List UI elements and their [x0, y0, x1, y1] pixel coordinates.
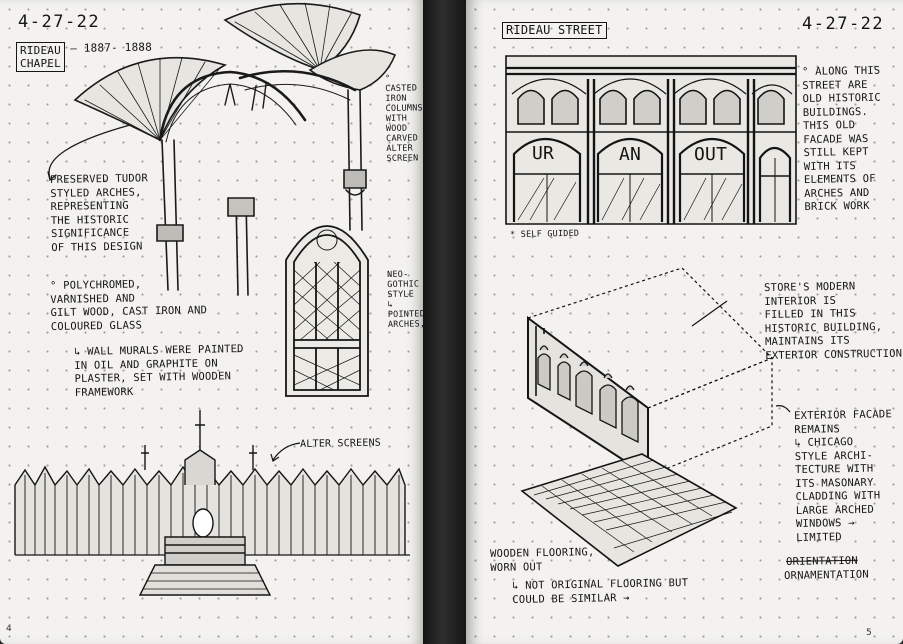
gothic-window-sketch [284, 200, 370, 398]
right-date: 4-27-22 [802, 14, 885, 34]
location-label: RIDEAU CHAPEL [16, 42, 65, 72]
note-alter: ALTER SCREENS [300, 437, 382, 450]
note-materials: ° POLYCHROMED, VARNISHED AND GILT WOOD, … [50, 278, 208, 333]
storefront-letter-1: UR [532, 143, 555, 164]
rideau-facade-sketch [504, 54, 798, 226]
left-page: 4-27-22 RIDEAU CHAPEL — 1887- 1888 [0, 0, 423, 644]
note-facade: ° ALONG THIS STREET ARE OLD HISTORIC BUI… [802, 64, 881, 213]
note-murals: ↳ WALL MURALS WERE PAINTED IN OIL AND GR… [74, 343, 244, 399]
note-ornamentation: ORNAMENTATION [784, 568, 869, 582]
note-orientation-struck: ORIENTATION [786, 554, 858, 568]
isometric-store-sketch [522, 266, 802, 576]
chapel-arches-sketch [60, 0, 400, 300]
storefront-letter-2: AN [619, 144, 642, 165]
altar-screen-sketch [15, 405, 410, 595]
left-page-number: 4 [6, 624, 12, 634]
note-flooring: WOODEN FLOORING, WORN OUT [490, 546, 595, 574]
left-date: 4-27-22 [18, 12, 101, 32]
note-columns: ° CASTED IRON COLUMNS WITH WOOD CARVED A… [385, 73, 423, 164]
right-page: 4-27-22 RIDEAU STREET [466, 0, 903, 644]
right-page-number: 5 [866, 628, 872, 638]
note-interior: STORE'S MODERN INTERIOR IS FILLED IN THI… [764, 280, 903, 362]
note-gothic: NEO- GOTHIC STYLE ↳ POINTED ARCHES, [387, 269, 423, 330]
book-gutter [423, 0, 466, 644]
street-label: RIDEAU STREET [502, 22, 607, 39]
storefront-letter-3: OUT [694, 144, 728, 165]
self-guided-note: * SELF GUIDED [510, 228, 580, 240]
note-arches: PRESERVED TUDOR STYLED ARCHES, REPRESENT… [50, 172, 149, 254]
note-exterior: EXTERIOR FACADE REMAINS ↳ CHICAGO STYLE … [794, 408, 893, 544]
note-flooring-sub: ↳ NOT ORIGINAL FLOORING BUT COULD BE SIM… [512, 576, 689, 606]
